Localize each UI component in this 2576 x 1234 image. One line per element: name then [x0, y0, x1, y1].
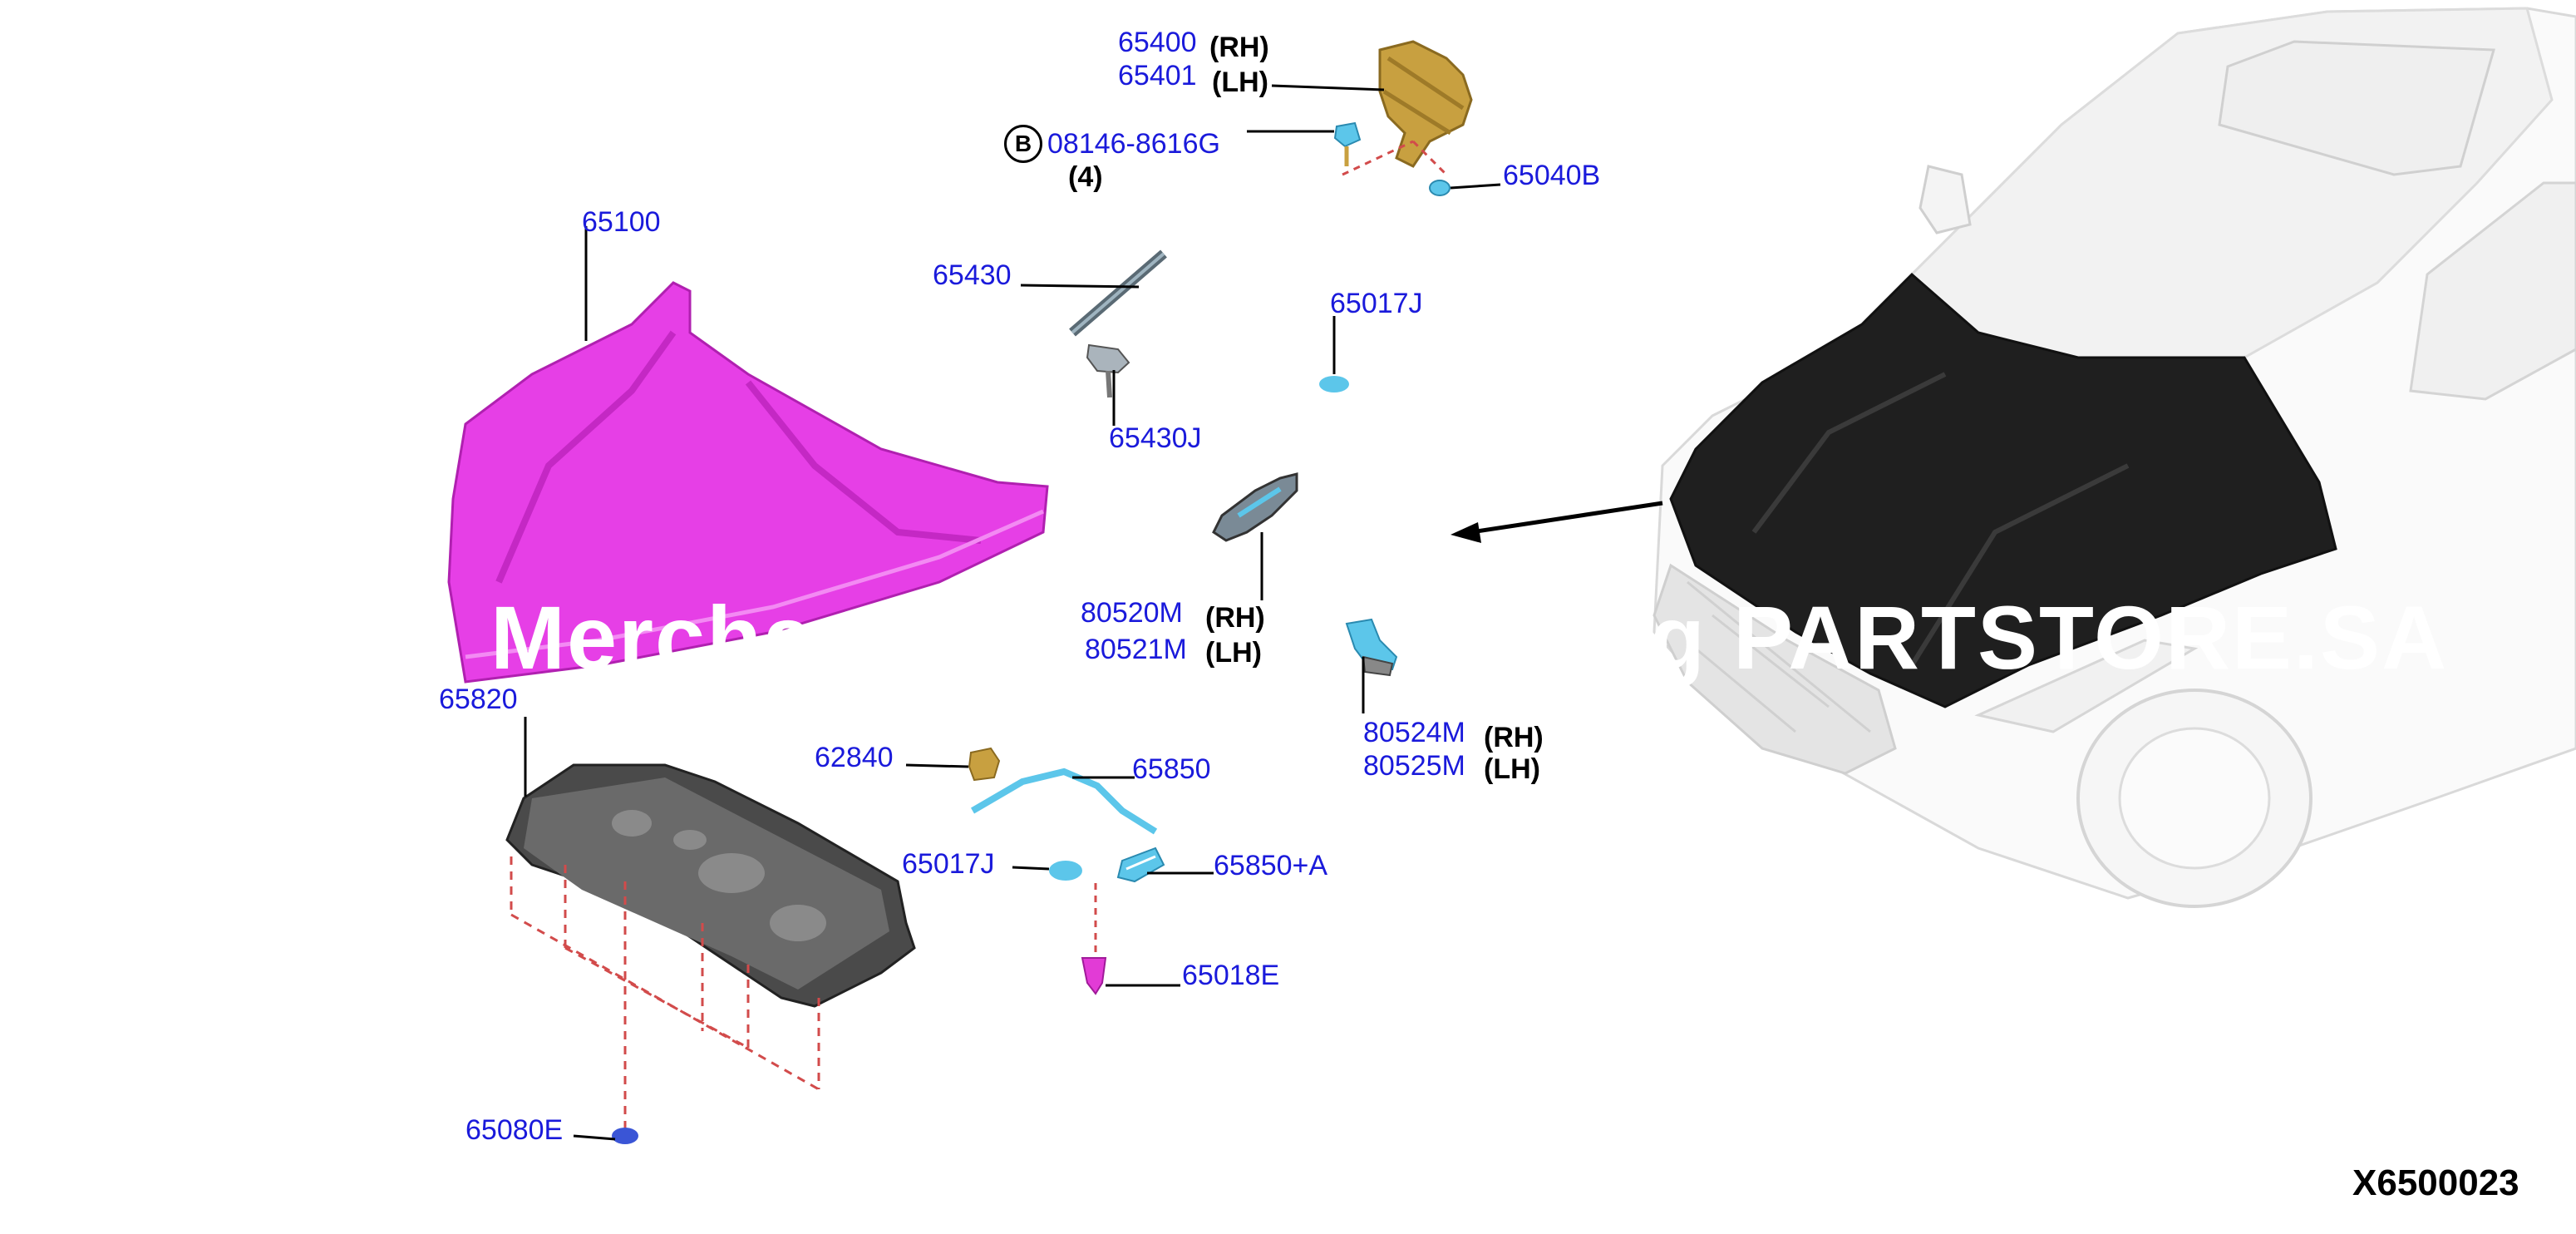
watermark-left: Merchant — [490, 587, 904, 688]
diagram-code: X6500023 — [2352, 1162, 2519, 1203]
direction-arrow-line — [1470, 501, 1663, 535]
side-80520M: (RH) — [1205, 602, 1265, 634]
label-08146-8616G[interactable]: 08146-8616G — [1047, 128, 1220, 160]
leader-65080E — [573, 1134, 616, 1141]
label-65850[interactable]: 65850 — [1132, 753, 1211, 785]
side-80521M: (LH) — [1205, 637, 1262, 669]
label-65080E[interactable]: 65080E — [465, 1114, 564, 1146]
hood-hinge-65400 — [1378, 40, 1473, 168]
side-65401: (LH) — [1212, 67, 1268, 98]
label-80520M[interactable]: 80520M — [1081, 597, 1183, 629]
label-65018E[interactable]: 65018E — [1182, 960, 1280, 991]
clip-lines-65080E — [510, 856, 820, 1131]
label-80524M[interactable]: 80524M — [1363, 717, 1465, 748]
bolt-08146-8616G — [1333, 121, 1362, 148]
watermark-right: g PARTSTORE.SA — [1650, 587, 2449, 688]
side-80525M: (LH) — [1484, 753, 1540, 785]
qty-08146: (4) — [1068, 161, 1103, 193]
label-65430[interactable]: 65430 — [933, 259, 1012, 291]
clip-65080E — [612, 1128, 638, 1144]
direction-arrow-head — [1451, 522, 1481, 543]
seal-65850A — [1116, 847, 1165, 883]
label-62840[interactable]: 62840 — [815, 742, 894, 773]
label-80521M[interactable]: 80521M — [1085, 634, 1187, 665]
part-62840 — [968, 747, 1001, 782]
bumper-65040B — [1429, 180, 1451, 196]
hood-panel-65100 — [447, 281, 1049, 684]
leader-65017J-lower — [1012, 866, 1050, 871]
seal-65017J-upper — [1319, 376, 1349, 392]
bracket-80520M — [1212, 472, 1298, 542]
clip-65018E — [1081, 957, 1107, 995]
leader-65430 — [1020, 284, 1140, 289]
side-65400: (RH) — [1209, 32, 1269, 63]
ref-circle-b: B — [1004, 125, 1042, 163]
hood-insulator-65820 — [505, 763, 916, 1008]
label-65850A[interactable]: 65850+A — [1214, 850, 1328, 881]
leader-65040B — [1450, 183, 1501, 190]
stay-clip-65430J — [1086, 343, 1130, 398]
seal-65017J-lower — [1049, 861, 1082, 881]
car-illustration — [1652, 7, 2576, 908]
hood-stay-65430 — [1069, 249, 1167, 337]
label-65100[interactable]: 65100 — [582, 206, 661, 238]
label-65400[interactable]: 65400 — [1118, 27, 1197, 58]
label-65430J[interactable]: 65430J — [1109, 422, 1202, 454]
label-80525M[interactable]: 80525M — [1363, 750, 1465, 782]
leader-65401 — [1271, 84, 1385, 91]
label-65017J-upper[interactable]: 65017J — [1330, 288, 1423, 319]
bracket-80524M — [1345, 618, 1398, 677]
seal-65850 — [970, 768, 1158, 835]
label-65017J-lower[interactable]: 65017J — [902, 848, 995, 880]
leader-62840 — [905, 763, 969, 768]
side-80524M: (RH) — [1484, 722, 1544, 753]
label-65820[interactable]: 65820 — [439, 684, 518, 715]
label-65401[interactable]: 65401 — [1118, 60, 1197, 91]
label-65040B[interactable]: 65040B — [1503, 160, 1601, 191]
